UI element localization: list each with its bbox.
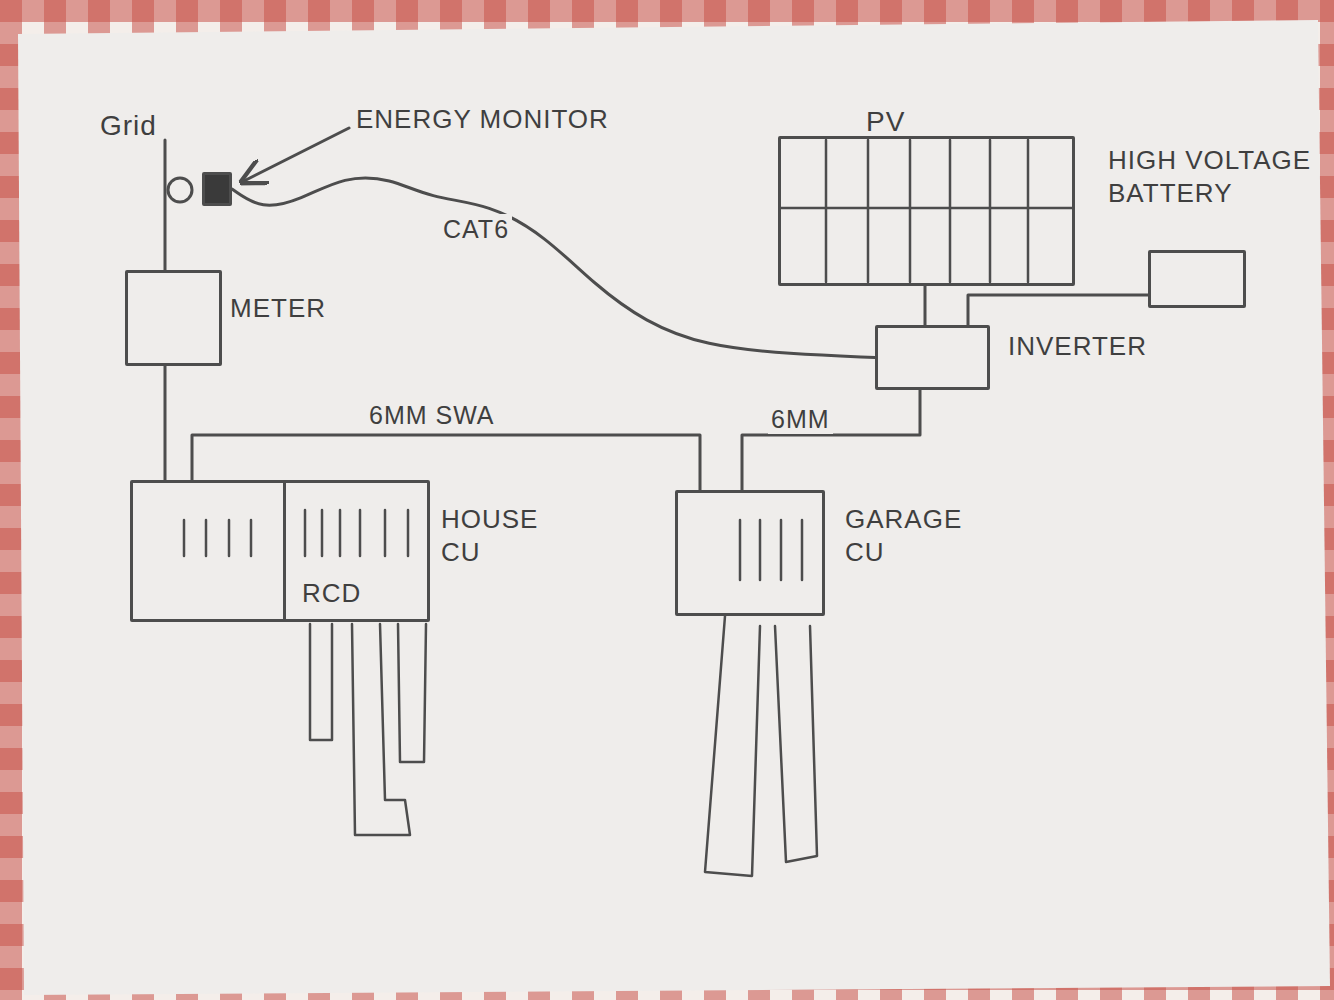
energy-monitor: ENERGY MONITOR: [202, 172, 232, 206]
node-label: GARAGE CU: [845, 503, 977, 568]
cable-label: 6MM: [768, 404, 833, 434]
power-cable: [924, 286, 927, 325]
meter-box: METER: [125, 270, 222, 366]
node-label: ENERGY MONITOR: [356, 103, 609, 136]
pv-panel-grid: [781, 140, 1072, 282]
grid-supply-wire: [164, 140, 167, 270]
node-label: PV: [866, 104, 905, 139]
pv-array: PV: [778, 136, 1075, 286]
node-label: HOUSE CU: [441, 503, 553, 568]
power-cable: [164, 366, 167, 480]
node-label: METER: [230, 292, 326, 325]
rcd-section: RCD: [283, 480, 430, 622]
inverter-box: INVERTER: [875, 325, 990, 390]
node-label: RCD: [302, 577, 361, 610]
consumer-unit: GARAGE CU: [675, 490, 825, 616]
battery-box: HIGH VOLTAGE BATTERY: [1148, 250, 1246, 308]
leader-arrow: [242, 128, 349, 182]
node-label: HIGH VOLTAGE BATTERY: [1108, 144, 1320, 209]
consumer-unit: HOUSE CURCD: [130, 480, 430, 622]
power-cable: [968, 295, 1148, 325]
supply-label: Grid: [100, 108, 157, 143]
cable-label: CAT6: [440, 214, 512, 244]
outgoing-circuits: [310, 616, 817, 876]
cable-label: 6MM SWA: [366, 400, 498, 430]
current-clamp: [168, 178, 192, 202]
node-label: INVERTER: [1008, 330, 1147, 363]
power-cable: [742, 390, 920, 490]
paper-sheet: [18, 20, 1330, 995]
